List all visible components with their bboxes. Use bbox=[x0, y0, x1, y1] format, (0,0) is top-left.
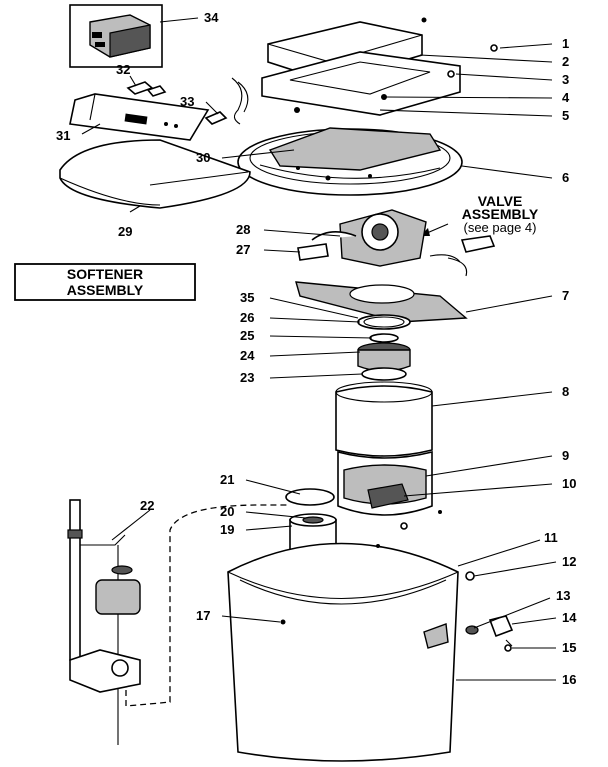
salt-lid bbox=[59, 139, 251, 209]
callout-24: 24 bbox=[240, 348, 255, 363]
callout-1: 1 bbox=[562, 36, 569, 51]
valve-assembly bbox=[297, 209, 496, 277]
callout-16: 16 bbox=[562, 672, 576, 687]
callout-12: 12 bbox=[562, 554, 576, 569]
callout-20: 20 bbox=[220, 504, 234, 519]
callout-13: 13 bbox=[556, 588, 570, 603]
brine-tank bbox=[227, 542, 459, 762]
callout-11: 11 bbox=[544, 530, 558, 545]
callout-8: 8 bbox=[562, 384, 569, 399]
callout-labels: 34 1 2 3 4 5 6 7 8 9 10 11 12 13 14 15 1… bbox=[56, 10, 577, 687]
callout-34: 34 bbox=[204, 10, 219, 25]
float-disk bbox=[285, 488, 335, 506]
control-panel bbox=[69, 93, 210, 141]
callout-14: 14 bbox=[562, 610, 577, 625]
overflow-fittings bbox=[423, 571, 514, 652]
gasket-plate bbox=[295, 281, 468, 323]
callout-23: 23 bbox=[240, 370, 254, 385]
leader-lines bbox=[81, 17, 557, 681]
title-box: SOFTENER ASSEMBLY bbox=[14, 263, 196, 301]
callout-31: 31 bbox=[56, 128, 70, 143]
callout-9: 9 bbox=[562, 448, 569, 463]
title-line2: ASSEMBLY bbox=[67, 282, 144, 298]
callout-19: 19 bbox=[220, 522, 234, 537]
tank-fittings bbox=[357, 314, 411, 381]
callout-30: 30 bbox=[196, 150, 210, 165]
callout-3: 3 bbox=[562, 72, 569, 87]
valve-label-line2: ASSEMBLY bbox=[462, 206, 539, 222]
valve-label-line1: VALVE bbox=[478, 193, 523, 209]
resin-tank-lower bbox=[337, 450, 442, 530]
brine-tubing bbox=[125, 504, 290, 707]
callout-2: 2 bbox=[562, 54, 569, 69]
transformer-inset bbox=[69, 4, 163, 68]
callout-17: 17 bbox=[196, 608, 210, 623]
callout-29: 29 bbox=[118, 224, 132, 239]
callout-33: 33 bbox=[180, 94, 194, 109]
float-assembly bbox=[67, 499, 141, 745]
clip-and-harness bbox=[126, 77, 249, 125]
callout-27: 27 bbox=[236, 242, 250, 257]
valve-assembly-label: VALVE ASSEMBLY (see page 4) bbox=[419, 193, 539, 237]
callout-32: 32 bbox=[116, 62, 130, 77]
callout-15: 15 bbox=[562, 640, 576, 655]
callout-21: 21 bbox=[220, 472, 234, 487]
callout-6: 6 bbox=[562, 170, 569, 185]
top-cover bbox=[261, 17, 498, 116]
resin-tank-upper bbox=[335, 381, 433, 457]
callout-7: 7 bbox=[562, 288, 569, 303]
callout-28: 28 bbox=[236, 222, 250, 237]
callout-10: 10 bbox=[562, 476, 576, 491]
callout-4: 4 bbox=[562, 90, 570, 105]
callout-25: 25 bbox=[240, 328, 254, 343]
title-line1: SOFTENER bbox=[67, 266, 143, 282]
callout-26: 26 bbox=[240, 310, 254, 325]
base-plate bbox=[237, 127, 463, 196]
valve-label-line3: (see page 4) bbox=[464, 220, 537, 235]
callout-22: 22 bbox=[140, 498, 154, 513]
callout-5: 5 bbox=[562, 108, 569, 123]
callout-35: 35 bbox=[240, 290, 254, 305]
